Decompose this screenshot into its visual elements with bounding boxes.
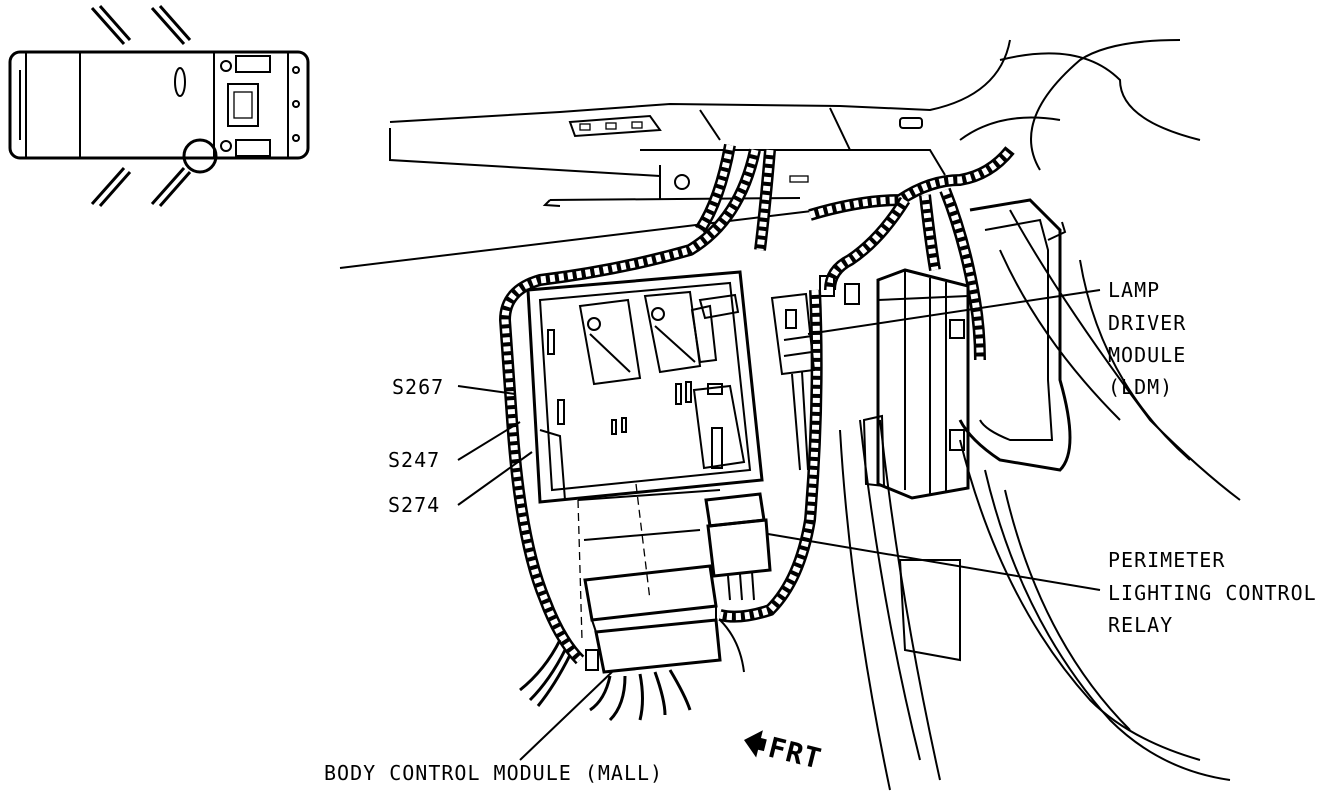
- location-marker-circle: [182, 138, 218, 174]
- plcr-label-line2: LIGHTING CONTROL: [1108, 581, 1317, 605]
- leader-lines: [457, 289, 1101, 761]
- body-control-module: [519, 564, 745, 722]
- ldm-label-line4: (LDM): [1108, 375, 1173, 399]
- leader-s274: [457, 451, 533, 506]
- front-arrow-icon: [744, 730, 767, 758]
- bcm-label: BODY CONTROL MODULE (MALL): [324, 761, 663, 785]
- frt-label: FRT: [765, 731, 825, 776]
- ldm-label-line2: DRIVER: [1108, 311, 1186, 335]
- wiring-harness: [498, 143, 1015, 665]
- vehicle-body-structure: [339, 39, 1241, 791]
- bcm-mounting-panel: [526, 270, 764, 641]
- s247-label: S247: [388, 448, 440, 472]
- leader-s247: [457, 421, 521, 461]
- leader-plcr: [767, 533, 1101, 591]
- s267-label: S267: [392, 375, 444, 399]
- s274-label: S274: [388, 493, 440, 517]
- leader-bcm: [519, 671, 613, 761]
- lamp-driver-module: [770, 292, 816, 471]
- vehicle-locator-inset: [8, 5, 310, 207]
- ldm-label-line3: MODULE: [1108, 343, 1186, 367]
- perimeter-lighting-relay: [704, 492, 772, 601]
- ldm-label-line1: LAMP: [1108, 278, 1160, 302]
- callout-labels: LAMP DRIVER MODULE (LDM) S267 S247 S274 …: [324, 278, 1317, 785]
- leader-ldm: [807, 289, 1101, 335]
- front-direction-indicator: FRT: [744, 730, 825, 776]
- plcr-label-line3: RELAY: [1108, 613, 1173, 637]
- large-control-module: [862, 268, 970, 500]
- leader-s267: [457, 385, 516, 395]
- plcr-label-line1: PERIMETER: [1108, 548, 1225, 572]
